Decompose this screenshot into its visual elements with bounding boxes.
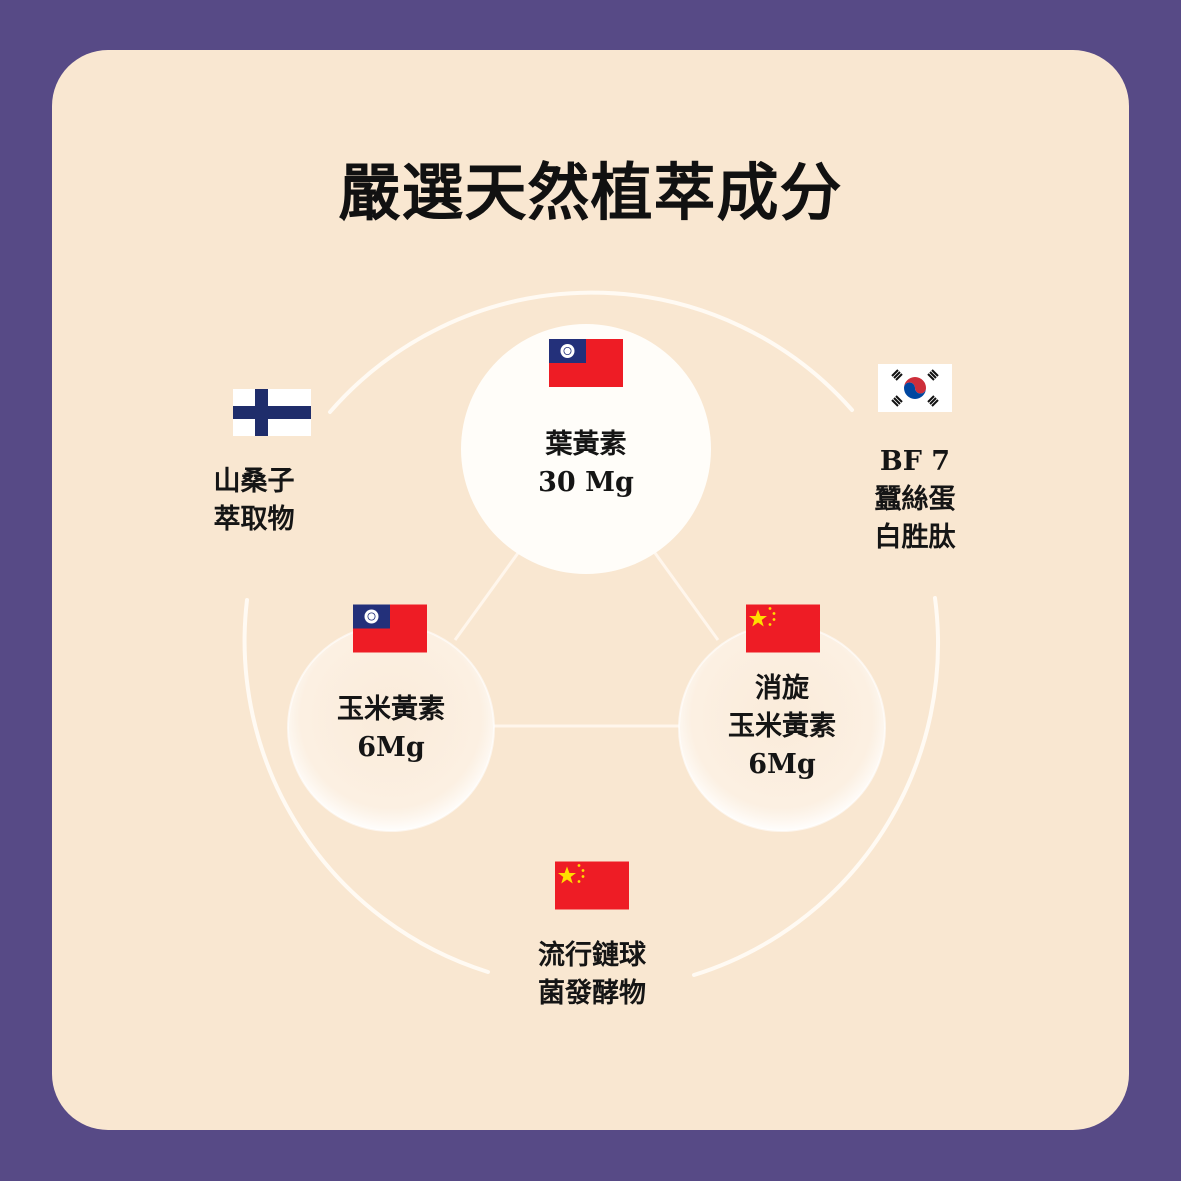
ingredient-name: 葉黃素 — [545, 429, 627, 460]
ingredient-silk-peptide: BF 7 蠶絲蛋 白胜肽 — [875, 443, 956, 557]
ingredient-name-line1: 消旋 — [755, 673, 809, 704]
taiwan-flag-icon — [353, 604, 427, 653]
outer-arc-left — [242, 598, 490, 974]
ingredient-streptococcus-ferment: 流行鏈球 菌發酵物 — [538, 937, 646, 1013]
label-line: 流行鏈球 — [538, 940, 646, 971]
china-flag-icon — [746, 604, 820, 653]
link-top-right — [653, 552, 720, 641]
outer-arc-right — [692, 596, 941, 977]
label-line: 白胜肽 — [874, 522, 956, 553]
china-flag-icon — [555, 861, 629, 910]
taiwan-flag-icon — [549, 339, 623, 387]
label-line: 山桑子 — [213, 466, 295, 497]
page-title: 嚴選天然植萃成分 — [338, 156, 843, 229]
ingredient-bilberry: 山桑子 萃取物 — [214, 463, 295, 539]
finland-flag-icon — [233, 389, 311, 436]
ingredient-lutein: 葉黃素 30 Mg — [538, 426, 634, 502]
card — [52, 50, 1129, 1130]
korea-flag-icon — [878, 364, 952, 412]
ingredient-name: 玉米黃素 — [337, 694, 445, 725]
ingredient-amount: 6Mg — [748, 749, 816, 780]
outer-arc-top — [328, 290, 854, 414]
label-line: 蠶絲蛋 — [874, 484, 956, 515]
ingredient-zeaxanthin: 玉米黃素 6Mg — [337, 691, 445, 767]
label-line: 萃取物 — [213, 504, 295, 535]
ingredient-amount: 30 Mg — [538, 467, 634, 498]
label-line: 菌發酵物 — [538, 978, 646, 1009]
bubble-top — [461, 324, 711, 574]
label-line: BF 7 — [879, 446, 951, 477]
link-top-left — [453, 552, 520, 641]
ingredient-amount: 6Mg — [357, 732, 425, 763]
ingredient-name-line2: 玉米黃素 — [728, 711, 836, 742]
ingredient-meso-zeaxanthin: 消旋 玉米黃素 6Mg — [728, 670, 836, 784]
